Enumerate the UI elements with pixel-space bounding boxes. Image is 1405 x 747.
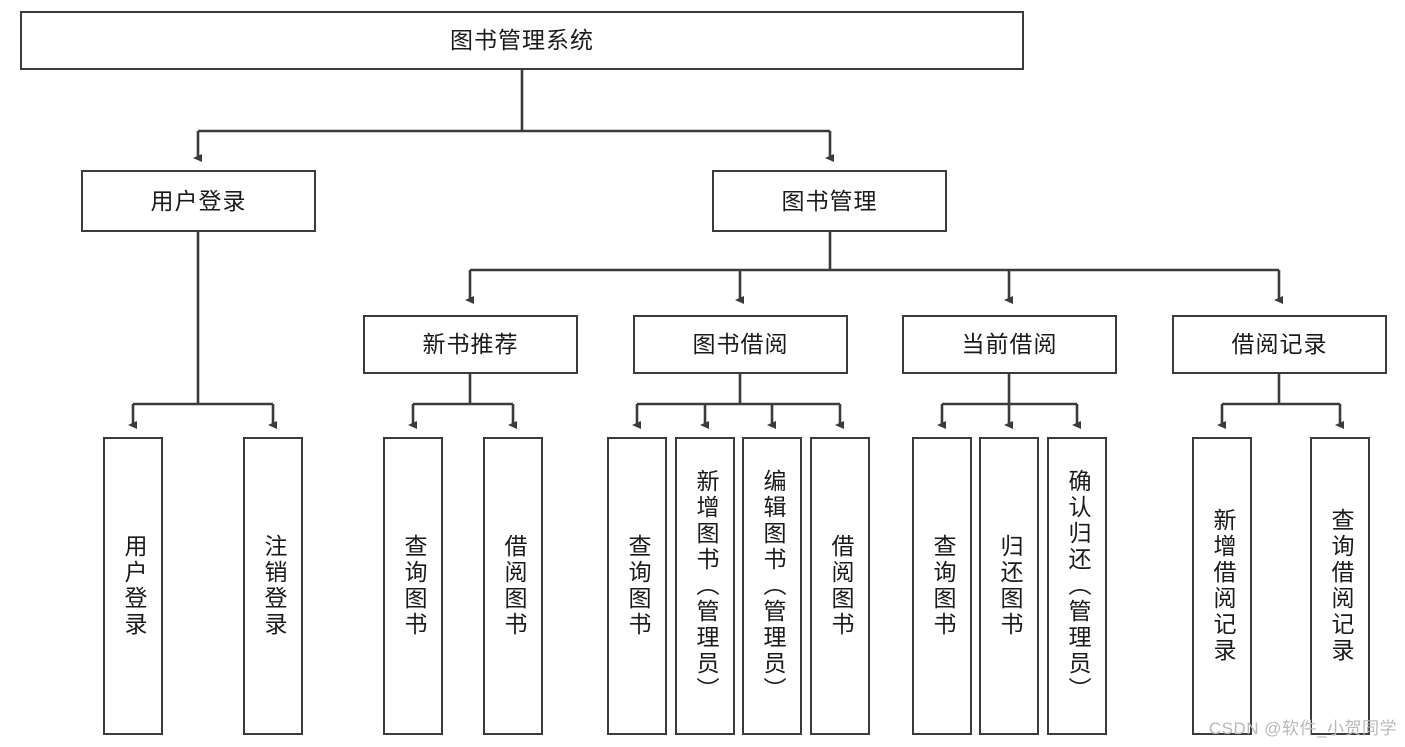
leaf-edit-book[interactable]: 编辑图书（管理员） <box>742 437 802 735</box>
leaf-user-logout-label: 注销登录 <box>260 534 287 638</box>
node-root[interactable]: 图书管理系统 <box>20 11 1024 70</box>
leaf-query-book-3-label: 查询图书 <box>929 534 956 638</box>
leaf-query-book-1-label: 查询图书 <box>400 534 427 638</box>
leaf-user-logout[interactable]: 注销登录 <box>243 437 303 735</box>
node-user-login-label: 用户登录 <box>150 187 247 214</box>
leaf-query-book-3[interactable]: 查询图书 <box>912 437 972 735</box>
node-book-borrow[interactable]: 图书借阅 <box>633 315 848 374</box>
leaf-borrow-book-2-label: 借阅图书 <box>827 534 854 638</box>
leaf-query-book-2[interactable]: 查询图书 <box>607 437 667 735</box>
leaf-confirm-return-label: 确认归还（管理员） <box>1064 469 1091 703</box>
node-user-login[interactable]: 用户登录 <box>81 170 316 232</box>
leaf-query-record[interactable]: 查询借阅记录 <box>1310 437 1370 735</box>
node-borrow-record-label: 借阅记录 <box>1231 331 1328 358</box>
leaf-query-book-1[interactable]: 查询图书 <box>383 437 443 735</box>
leaf-borrow-book-2[interactable]: 借阅图书 <box>810 437 870 735</box>
watermark: CSDN @软件_小贺同学 <box>1208 719 1397 738</box>
node-root-label: 图书管理系统 <box>450 27 594 54</box>
leaf-user-login[interactable]: 用户登录 <box>103 437 163 735</box>
leaf-add-book-label: 新增图书（管理员） <box>692 469 719 703</box>
node-new-book-recommend[interactable]: 新书推荐 <box>363 315 578 374</box>
leaf-add-record[interactable]: 新增借阅记录 <box>1192 437 1252 735</box>
node-book-management-label: 图书管理 <box>781 187 878 214</box>
leaf-add-record-label: 新增借阅记录 <box>1209 508 1236 664</box>
leaf-return-book-label: 归还图书 <box>996 534 1023 638</box>
node-new-book-recommend-label: 新书推荐 <box>422 331 519 358</box>
node-current-borrow[interactable]: 当前借阅 <box>902 315 1117 374</box>
leaf-query-book-2-label: 查询图书 <box>624 534 651 638</box>
node-book-borrow-label: 图书借阅 <box>692 331 789 358</box>
node-borrow-record[interactable]: 借阅记录 <box>1172 315 1387 374</box>
leaf-borrow-book-1[interactable]: 借阅图书 <box>483 437 543 735</box>
leaf-return-book[interactable]: 归还图书 <box>979 437 1039 735</box>
node-current-borrow-label: 当前借阅 <box>961 331 1058 358</box>
leaf-user-login-label: 用户登录 <box>120 534 147 638</box>
leaf-confirm-return[interactable]: 确认归还（管理员） <box>1047 437 1107 735</box>
node-book-management[interactable]: 图书管理 <box>712 170 947 232</box>
leaf-edit-book-label: 编辑图书（管理员） <box>759 469 786 703</box>
leaf-add-book[interactable]: 新增图书（管理员） <box>675 437 735 735</box>
leaf-query-record-label: 查询借阅记录 <box>1327 508 1354 664</box>
leaf-borrow-book-1-label: 借阅图书 <box>500 534 527 638</box>
